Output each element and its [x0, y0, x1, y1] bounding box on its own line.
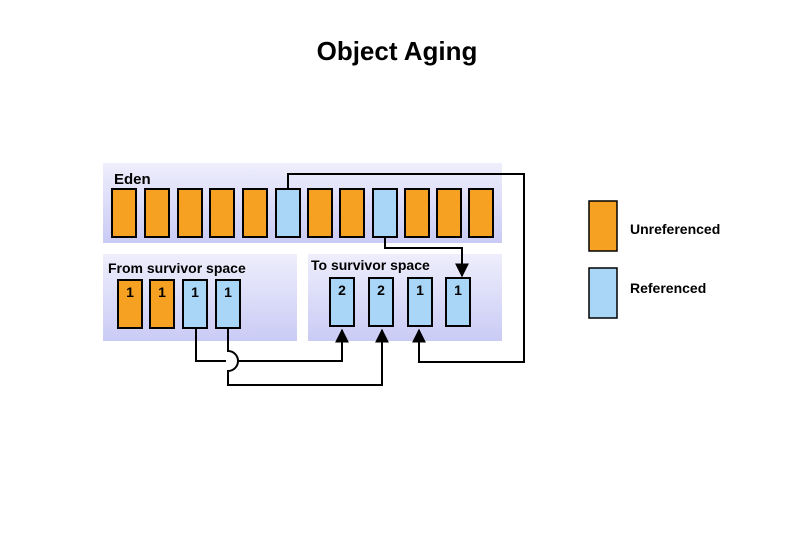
object-age-label: 2: [377, 282, 385, 298]
eden-object: [242, 188, 268, 238]
eden-object: [307, 188, 333, 238]
connector-eden6-to3: [287, 173, 525, 363]
from-survivor-object: [215, 279, 241, 329]
legend-referenced-label: Referenced: [630, 280, 706, 296]
to-survivor-label: To survivor space: [311, 257, 430, 273]
eden-objects: [111, 188, 494, 238]
to-survivor-object: [445, 277, 471, 327]
from-survivor-object: [149, 279, 175, 329]
eden-object: [144, 188, 170, 238]
object-age-label: 1: [126, 284, 134, 300]
object-age-label: 1: [454, 282, 462, 298]
eden-object: [404, 188, 430, 238]
connector-eden9-to4: [384, 237, 469, 278]
connector-from3-to1: [195, 328, 226, 362]
to-survivor-object: [368, 277, 394, 327]
page-title: Object Aging: [316, 36, 478, 66]
eden-object: [209, 188, 235, 238]
eden-object: [436, 188, 462, 238]
connectors: [195, 173, 525, 386]
from-survivor-object: [182, 279, 208, 329]
to-survivor-object: [407, 277, 433, 327]
to-survivor-object: [329, 277, 355, 327]
object-age-label: 1: [224, 284, 232, 300]
from-objects: 1 1 1 1: [117, 279, 241, 329]
eden-object: [275, 188, 301, 238]
legend-unreferenced-swatch: [588, 200, 618, 252]
eden-object: [468, 188, 494, 238]
to-objects: 2 2 1 1: [329, 277, 471, 327]
eden-object: [372, 188, 398, 238]
eden-object: [339, 188, 365, 238]
object-age-label: 2: [338, 282, 346, 298]
eden-label: Eden: [114, 171, 151, 188]
object-age-label: 1: [191, 284, 199, 300]
object-age-label: 1: [416, 282, 424, 298]
eden-object: [177, 188, 203, 238]
connector-from4-to2: [227, 328, 389, 386]
from-survivor-label: From survivor space: [108, 260, 246, 276]
connector-from3-to1-b: [238, 328, 349, 362]
object-age-label: 1: [158, 284, 166, 300]
legend-referenced-swatch: [588, 267, 618, 319]
legend-unreferenced-label: Unreferenced: [630, 221, 720, 237]
from-survivor-object: [117, 279, 143, 329]
eden-object: [111, 188, 137, 238]
